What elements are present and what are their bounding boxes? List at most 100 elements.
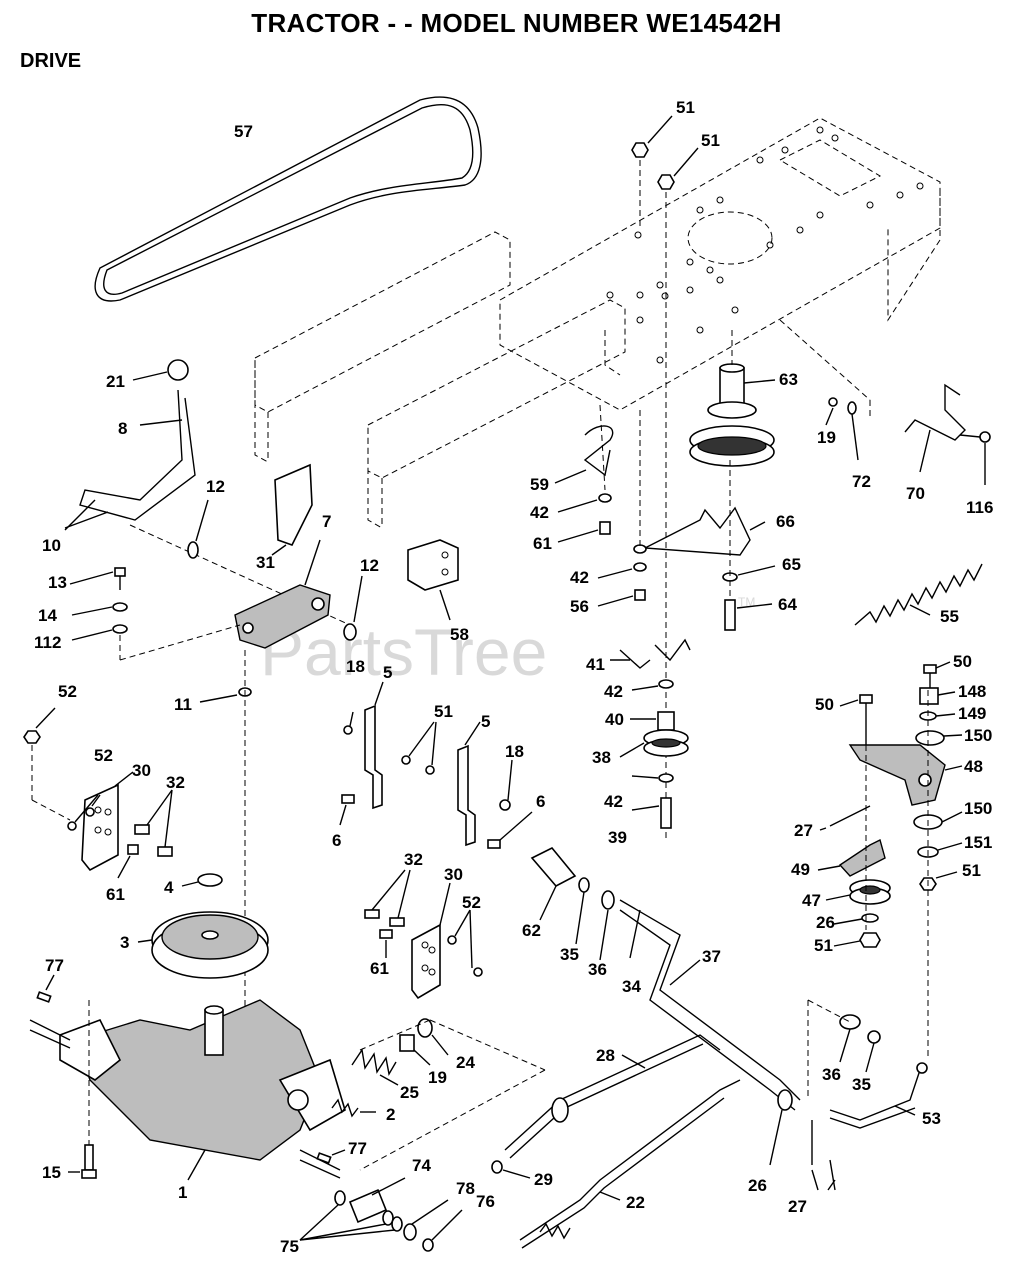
callout-18: 18 (505, 742, 524, 761)
bolt-61-b (117, 844, 139, 879)
bracket-7 (234, 539, 331, 649)
callout-77: 77 (348, 1139, 367, 1158)
diagram-title: TRACTOR - - MODEL NUMBER WE14542H (251, 8, 782, 38)
callout-36: 36 (588, 960, 607, 979)
washer-35-a (575, 877, 590, 945)
bracket-30-a (81, 771, 134, 872)
rod-41 (610, 638, 691, 669)
bolt-18-a (343, 711, 354, 735)
pin-76 (422, 1209, 463, 1252)
callout-5: 5 (383, 663, 392, 682)
nuts-52-b (67, 794, 101, 831)
callout-6: 6 (332, 831, 341, 850)
callout-32: 32 (166, 773, 185, 792)
callout-11: 11 (174, 695, 192, 714)
callout-59: 59 (530, 475, 549, 494)
nut-19-b (399, 1034, 431, 1066)
bolt-56 (597, 589, 646, 607)
bolt-6-a (339, 794, 355, 826)
callout-52: 52 (462, 893, 481, 912)
callout-30: 30 (132, 761, 151, 780)
transaxle-1 (29, 999, 346, 1181)
callout-51: 51 (434, 702, 453, 721)
callout-24: 24 (456, 1053, 475, 1072)
bracket-49 (817, 838, 886, 877)
bolt-116 (959, 431, 991, 485)
nut-51-top (631, 115, 673, 230)
spring-55 (854, 563, 983, 626)
callout-7: 7 (322, 512, 331, 531)
callout-8: 8 (118, 419, 127, 438)
callout-26: 26 (816, 913, 835, 932)
bolts-32-b (364, 869, 411, 927)
rod-53 (829, 1062, 928, 1129)
shift-lever (79, 389, 196, 521)
callout-34: 34 (622, 977, 641, 996)
callout-27: 27 (794, 821, 813, 840)
bolt-6-b (487, 811, 533, 849)
callout-70: 70 (906, 484, 925, 503)
callout-52: 52 (94, 746, 113, 765)
callout-5: 5 (481, 712, 490, 731)
callout-31: 31 (256, 553, 275, 572)
washer-151 (917, 842, 963, 858)
callout-4: 4 (164, 878, 174, 897)
bracket-58 (407, 539, 459, 621)
nut-51-second (657, 147, 699, 292)
watermark-trademark: TM (738, 595, 755, 609)
bushing-62 (530, 846, 577, 921)
callout-12: 12 (206, 477, 225, 496)
callout-35: 35 (560, 945, 579, 964)
callout-50: 50 (953, 652, 972, 671)
callout-35: 35 (852, 1075, 871, 1094)
callout-19: 19 (817, 428, 836, 447)
callout-42: 42 (530, 503, 549, 522)
bolt-39 (631, 797, 672, 829)
bolts-32-a (134, 789, 173, 857)
callout-151: 151 (964, 833, 992, 852)
rod-66 (642, 506, 766, 556)
callout-51: 51 (814, 936, 833, 955)
callout-72: 72 (852, 472, 871, 491)
rod-28 (504, 1034, 721, 1159)
callout-63: 63 (779, 370, 798, 389)
bracket-30-b (411, 882, 451, 1000)
nut-51-d (833, 932, 881, 948)
clip-59 (554, 404, 614, 491)
washer-42-b (633, 410, 647, 554)
callout-61: 61 (533, 534, 552, 553)
washer-78 (403, 1199, 449, 1241)
washer-42-e (631, 773, 674, 783)
section-label: DRIVE (20, 50, 82, 72)
callout-37: 37 (702, 947, 721, 966)
callout-12: 12 (360, 556, 379, 575)
rod-70 (904, 383, 966, 473)
callout-29: 29 (534, 1170, 553, 1189)
washer-150-b (913, 811, 963, 830)
pin-27-a (819, 805, 871, 831)
washer-12-right (343, 575, 363, 641)
pulley-3 (137, 911, 269, 979)
callout-150: 150 (964, 799, 992, 818)
callout-56: 56 (570, 597, 589, 616)
bolt-18-b (499, 759, 513, 811)
callout-18: 18 (346, 657, 365, 676)
callout-62: 62 (522, 921, 541, 940)
spacer-40 (630, 711, 675, 731)
spacer-24 (417, 1018, 449, 1056)
callout-22: 22 (626, 1193, 645, 1212)
spring-25 (351, 1048, 399, 1086)
callout-27: 27 (788, 1197, 807, 1216)
nut-52-a (23, 707, 71, 821)
callout-58: 58 (450, 625, 469, 644)
callout-41: 41 (586, 655, 605, 674)
callout-2: 2 (386, 1105, 395, 1124)
pulley-63 (689, 330, 776, 467)
spacers-75 (299, 1190, 403, 1241)
washer-42-a (557, 493, 612, 513)
callout-66: 66 (776, 512, 795, 531)
retaining-ring-4 (181, 873, 223, 887)
callout-49: 49 (791, 860, 810, 879)
callout-76: 76 (476, 1192, 495, 1211)
